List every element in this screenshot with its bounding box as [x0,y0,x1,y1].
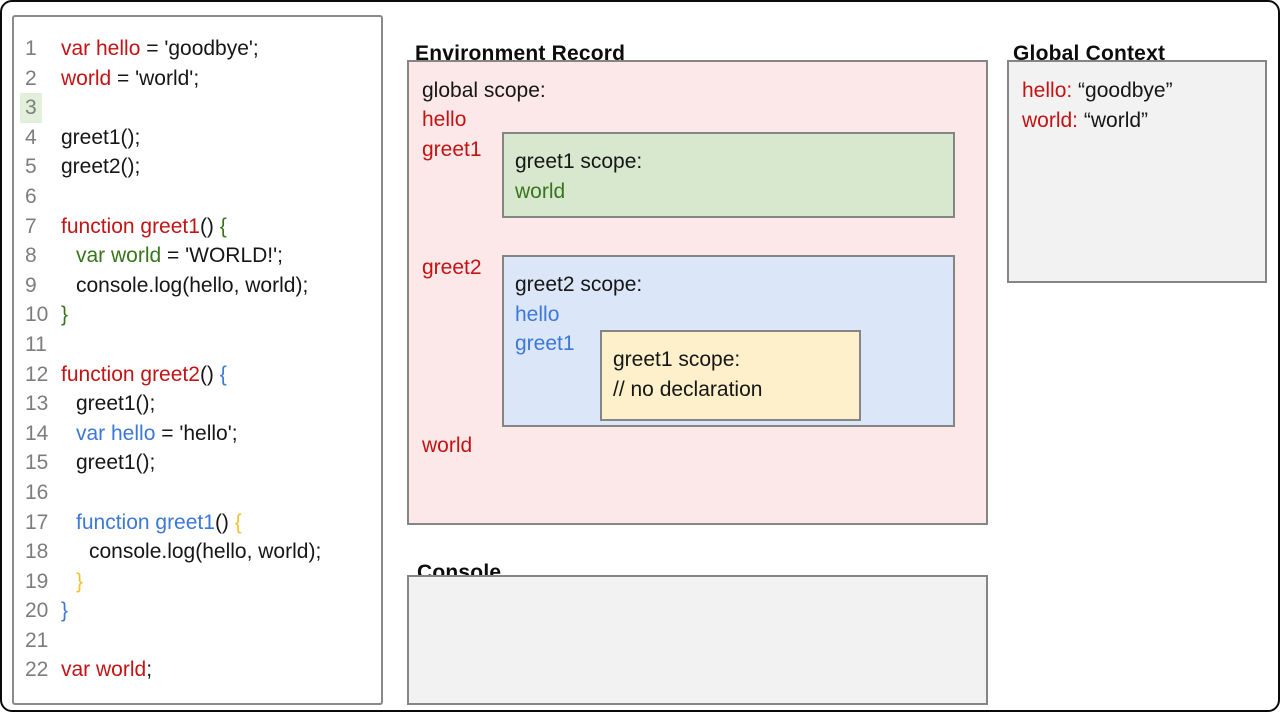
code-text: console.log(hello, world); [89,540,322,564]
code-text: } [76,569,84,593]
greet2-scope-label: greet2 scope: [515,273,643,296]
line-number: 15 [25,451,49,475]
code-line: 2 world = 'world'; [14,64,381,94]
line-number: 21 [25,628,49,652]
code-line: 14 var hello = 'hello'; [14,419,381,449]
line-number: 7 [25,214,37,238]
code-line: 9 console.log(hello, world); [14,271,381,301]
global-context-box: hello: “goodbye” world: “world” [1007,60,1267,283]
code-text: world = 'world'; [61,66,200,90]
code-line: 6 [14,182,381,212]
line-number: 22 [25,658,49,682]
console-output-box [407,575,988,705]
line-number: 4 [25,125,37,149]
global-var-greet1: greet1 [422,138,482,161]
code-line: 1 var hello = 'goodbye'; [14,34,381,64]
line-number: 20 [25,599,49,623]
global-var-world: world [422,434,473,457]
line-number: 6 [25,184,37,208]
code-text: var hello = 'goodbye'; [61,37,259,60]
greet1-scope-var-world: world [515,179,566,203]
global-var-greet2: greet2 [422,256,482,279]
code-text: greet2(); [61,155,141,179]
greet1-scope-label: greet1 scope: [515,150,643,173]
global-context-entry-hello: hello: “goodbye” [1022,76,1265,106]
code-line: 18 console.log(hello, world); [14,537,381,567]
code-text: function greet1() { [76,510,242,534]
code-line: 8 var world = 'WORLD!'; [14,241,381,271]
variable-name: hello: [1022,79,1073,102]
code-text: greet1(); [76,451,156,475]
code-line: 22 var world; [14,655,381,685]
code-lines: 1 var hello = 'goodbye'; 2 world = 'world';… [14,34,381,685]
line-number: 9 [25,273,37,297]
code-line: 11 [14,330,381,360]
inner-greet1-scope-comment: // no declaration [613,377,763,401]
code-line: 17 function greet1() { [14,508,381,538]
global-scope-label: global scope: [422,79,546,102]
code-text: } [61,303,69,327]
line-number: 17 [25,510,49,534]
code-line: 12 function greet2() { [14,360,381,390]
code-text: function greet2() { [61,362,227,386]
global-var-hello: hello [422,108,467,131]
variable-value: “goodbye” [1078,79,1173,102]
code-line: 4 greet1(); [14,123,381,153]
line-number: 16 [25,480,49,504]
code-text: function greet1() { [61,214,227,238]
line-number: 19 [25,569,49,593]
greet2-scope-var-greet1: greet1 [515,332,575,355]
code-text: var world; [61,658,153,682]
line-number: 12 [25,362,49,386]
code-line: 21 [14,626,381,656]
variable-name: world: [1022,108,1079,132]
line-number: 14 [25,421,49,445]
code-text: greet1(); [61,125,141,149]
greet2-scope-var-hello: hello [515,302,560,326]
code-text: } [61,599,69,623]
inner-greet1-scope-box: greet1 scope: // no declaration [600,330,861,421]
variable-value: “world” [1083,108,1149,132]
code-line: 20} [14,596,381,626]
code-line: 16 [14,478,381,508]
line-number: 1 [25,37,37,60]
line-number: 13 [25,392,49,416]
code-panel: 1 var hello = 'goodbye'; 2 world = 'world';… [12,15,383,705]
code-line: 5 greet2(); [14,152,381,182]
global-context-entry-world: world: “world” [1022,106,1265,136]
environment-record-title: Environment Record [415,42,626,66]
code-line: 15 greet1(); [14,448,381,478]
line-number: 3 [20,93,61,123]
code-line: 13 greet1(); [14,389,381,419]
greet2-scope-box: greet2 scope: hello greet1 greet1 scope:… [502,255,955,427]
global-scope-box: global scope: hello greet1 greet1 scope:… [407,60,988,525]
global-context-title: Global Context [1013,42,1166,66]
code-text: var world = 'WORLD!'; [76,244,283,268]
code-line: 3 [14,93,381,123]
greet1-scope-box: greet1 scope: world [502,132,955,218]
line-number: 5 [25,155,37,179]
code-line: 7 function greet1() { [14,212,381,242]
inner-greet1-scope-label: greet1 scope: [613,348,741,371]
code-line: 10} [14,300,381,330]
code-text: console.log(hello, world); [76,273,309,297]
code-text: greet1(); [76,392,156,416]
line-number: 18 [25,540,49,564]
code-line: 19} [14,567,381,597]
line-number: 10 [25,303,49,327]
line-number: 2 [25,66,37,90]
code-text: var hello = 'hello'; [76,421,238,445]
line-number: 11 [25,332,47,356]
line-number: 8 [25,244,37,268]
